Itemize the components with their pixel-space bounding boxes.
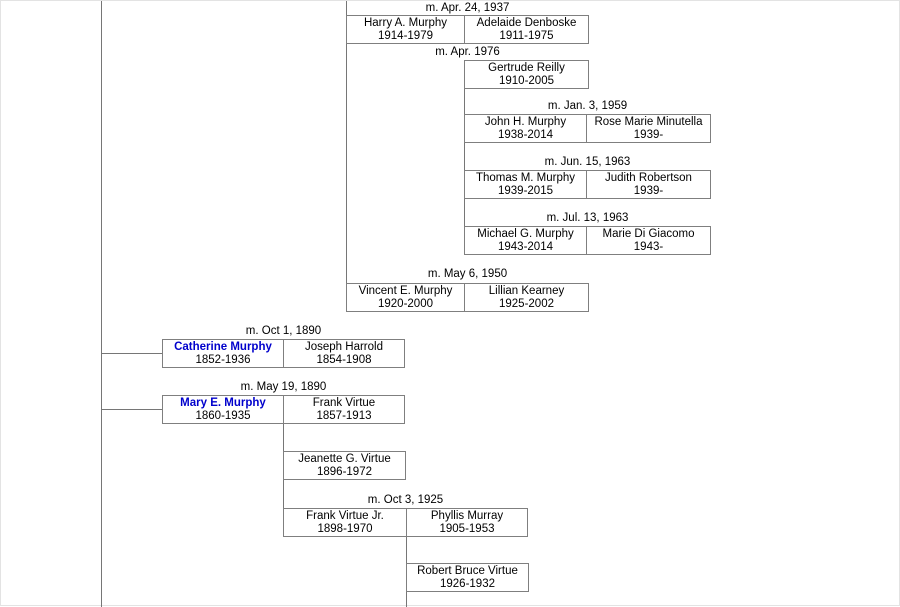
person-dates: 1905-1953 — [439, 523, 495, 535]
marriage-date-label: m. May 6, 1950 — [427, 268, 508, 280]
person-dates: 1910-2005 — [499, 75, 554, 87]
person-dates: 1938-2014 — [498, 129, 553, 141]
person-box-lillian-kearney[interactable]: Lillian Kearney 1925-2002 — [464, 283, 589, 312]
person-box-michael-g-murphy[interactable]: Michael G. Murphy 1943-2014 — [464, 226, 587, 255]
person-name: Frank Virtue — [312, 397, 376, 409]
connector-harry-children-line — [464, 61, 465, 226]
person-dates: 1939-2015 — [498, 185, 553, 197]
person-box-robert-bruce-virtue[interactable]: Robert Bruce Virtue 1926-1932 — [406, 563, 529, 592]
marriage-date-label: m. Apr. 24, 1937 — [425, 2, 510, 14]
person-box-judith-robertson[interactable]: Judith Robertson 1939- — [586, 170, 711, 199]
couple-row-catherine-joseph: Catherine Murphy 1852-1936 Joseph Harrol… — [162, 339, 405, 368]
person-box-rose-marie-minutella[interactable]: Rose Marie Minutella 1939- — [586, 114, 711, 143]
person-name: Harry A. Murphy — [363, 17, 448, 29]
person-name: John H. Murphy — [484, 116, 567, 128]
person-box-harry-a-murphy[interactable]: Harry A. Murphy 1914-1979 — [346, 15, 465, 44]
person-name-highlighted: Mary E. Murphy — [180, 397, 266, 409]
couple-row-thomas-judith: Thomas M. Murphy 1939-2015 Judith Robert… — [464, 170, 711, 199]
connector-main-descent-line — [101, 1, 102, 607]
person-dates: 1860-1935 — [195, 410, 251, 422]
marriage-date-label: m. Oct 1, 1890 — [245, 325, 322, 337]
person-box-catherine-murphy[interactable]: Catherine Murphy 1852-1936 — [162, 339, 284, 368]
person-dates: 1943-2014 — [498, 241, 553, 253]
person-name: Lillian Kearney — [488, 285, 565, 297]
person-dates: 1926-1932 — [440, 578, 495, 590]
person-box-thomas-m-murphy[interactable]: Thomas M. Murphy 1939-2015 — [464, 170, 587, 199]
person-dates: 1854-1908 — [316, 354, 372, 366]
person-box-frank-virtue[interactable]: Frank Virtue 1857-1913 — [283, 395, 405, 424]
person-box-phyllis-murray[interactable]: Phyllis Murray 1905-1953 — [406, 508, 528, 537]
couple-row-harry-adelaide: Harry A. Murphy 1914-1979 Adelaide Denbo… — [346, 15, 589, 44]
person-box-adelaide-denboske[interactable]: Adelaide Denboske 1911-1975 — [464, 15, 589, 44]
person-dates: 1920-2000 — [378, 298, 433, 310]
person-name: Phyllis Murray — [430, 510, 504, 522]
person-name: Robert Bruce Virtue — [417, 565, 518, 577]
person-box-frank-virtue-jr[interactable]: Frank Virtue Jr. 1898-1970 — [283, 508, 407, 537]
marriage-date-label: m. Apr. 1976 — [435, 46, 500, 58]
person-name: Rose Marie Minutella — [594, 116, 703, 128]
person-box-mary-e-murphy[interactable]: Mary E. Murphy 1860-1935 — [162, 395, 284, 424]
connector-murphy-branch-line — [346, 1, 347, 283]
person-dates: 1914-1979 — [378, 30, 433, 42]
marriage-date-label: m. Jun. 15, 1963 — [544, 156, 631, 168]
connector-catherine-stub — [101, 353, 162, 354]
person-name: Jeanette G. Virtue — [298, 453, 391, 465]
person-box-gertrude-reilly[interactable]: Gertrude Reilly 1910-2005 — [464, 60, 589, 89]
person-name: Marie Di Giacomo — [602, 228, 695, 240]
couple-row-mary-frank: Mary E. Murphy 1860-1935 Frank Virtue 18… — [162, 395, 405, 424]
couple-row-frankjr-phyllis: Frank Virtue Jr. 1898-1970 Phyllis Murra… — [283, 508, 528, 537]
person-name: Adelaide Denboske — [476, 17, 577, 29]
person-name-highlighted: Catherine Murphy — [174, 341, 272, 353]
person-box-john-h-murphy[interactable]: John H. Murphy 1938-2014 — [464, 114, 587, 143]
person-box-jeanette-g-virtue[interactable]: Jeanette G. Virtue 1896-1972 — [283, 451, 406, 480]
marriage-date-label: m. May 19, 1890 — [240, 381, 327, 393]
person-name: Judith Robertson — [605, 172, 692, 184]
person-dates: 1852-1936 — [195, 354, 251, 366]
couple-row-michael-marie: Michael G. Murphy 1943-2014 Marie Di Gia… — [464, 226, 711, 255]
person-dates: 1911-1975 — [499, 30, 554, 42]
person-dates: 1943- — [633, 241, 664, 253]
person-dates: 1939- — [633, 129, 664, 141]
person-name: Joseph Harrold — [305, 341, 383, 353]
person-name: Michael G. Murphy — [477, 228, 574, 240]
marriage-date-label: m. Jul. 13, 1963 — [546, 212, 629, 224]
person-dates: 1896-1972 — [317, 466, 372, 478]
person-box-joseph-harrold[interactable]: Joseph Harrold 1854-1908 — [283, 339, 405, 368]
person-box-vincent-e-murphy[interactable]: Vincent E. Murphy 1920-2000 — [346, 283, 465, 312]
person-dates: 1898-1970 — [317, 523, 373, 535]
person-name: Vincent E. Murphy — [358, 285, 453, 297]
marriage-date-label: m. Oct 3, 1925 — [367, 494, 444, 506]
person-dates: 1857-1913 — [316, 410, 372, 422]
marriage-date-label: m. Jan. 3, 1959 — [547, 100, 628, 112]
person-dates: 1925-2002 — [499, 298, 554, 310]
person-box-marie-di-giacomo[interactable]: Marie Di Giacomo 1943- — [586, 226, 711, 255]
person-name: Gertrude Reilly — [488, 62, 565, 74]
person-name: Frank Virtue Jr. — [306, 510, 384, 522]
person-dates: 1939- — [633, 185, 664, 197]
couple-row-john-rose: John H. Murphy 1938-2014 Rose Marie Minu… — [464, 114, 711, 143]
person-name: Thomas M. Murphy — [475, 172, 576, 184]
couple-row-vincent-lillian: Vincent E. Murphy 1920-2000 Lillian Kear… — [346, 283, 589, 312]
connector-mary-stub — [101, 409, 162, 410]
